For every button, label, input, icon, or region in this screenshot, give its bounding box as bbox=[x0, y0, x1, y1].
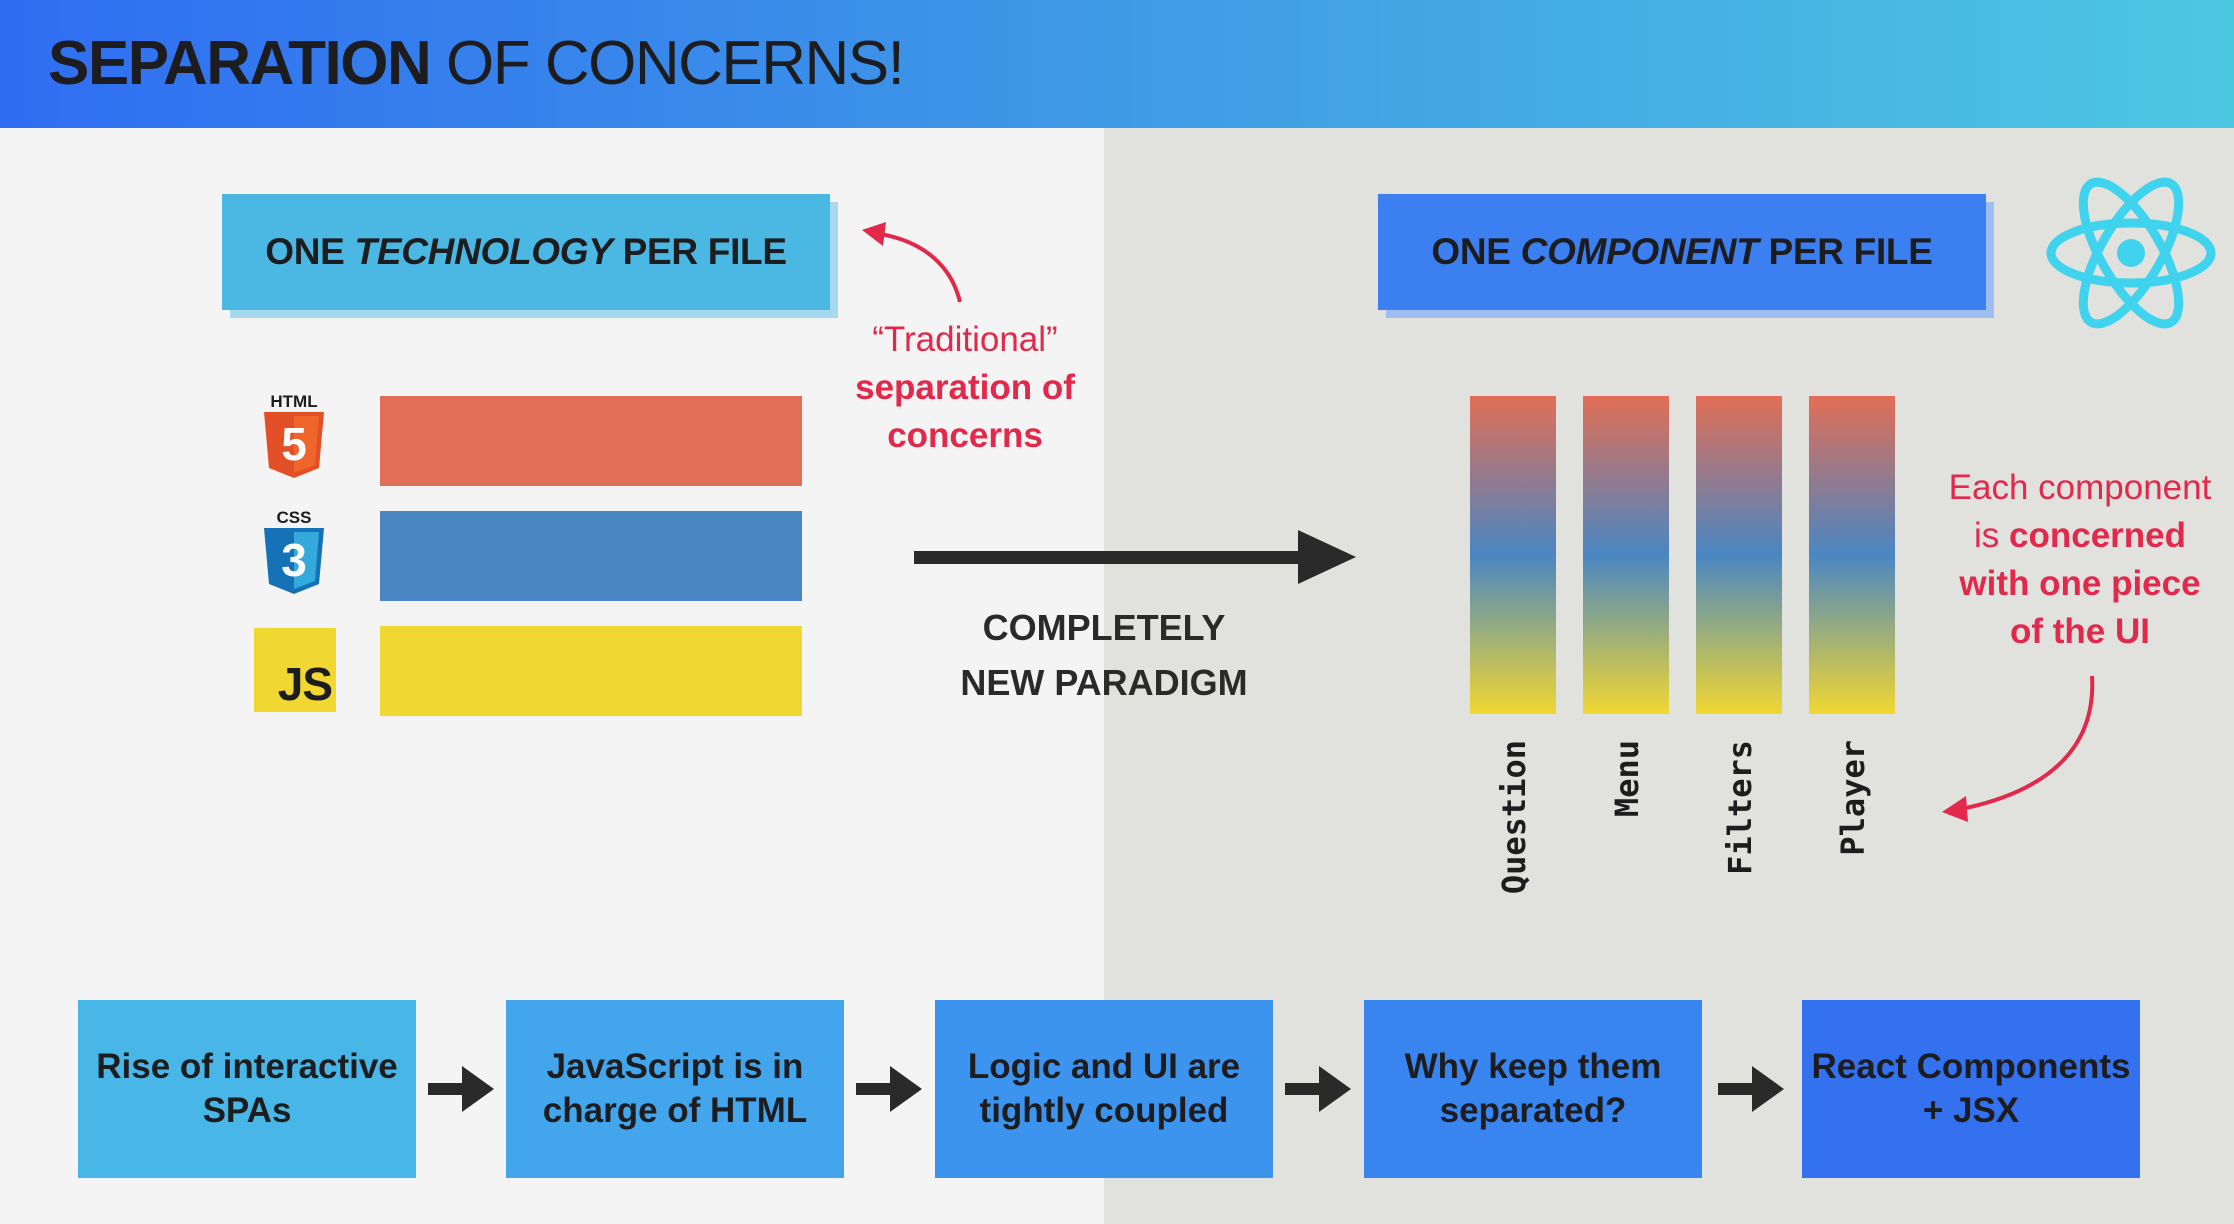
traditional-note-line1: “Traditional” bbox=[872, 320, 1058, 359]
page-title: SEPARATION OF CONCERNS! bbox=[48, 14, 905, 113]
each-note-line1: Each component bbox=[1948, 468, 2212, 507]
flow-box-why-separated: Why keep them separated? bbox=[1364, 1000, 1702, 1178]
component-label-player: Player bbox=[1823, 740, 1883, 930]
curved-arrow-down-icon bbox=[1942, 675, 2095, 822]
header-banner bbox=[0, 0, 2234, 128]
each-note-line2: is concerned bbox=[1930, 512, 2230, 560]
box-left-post: PER FILE bbox=[622, 231, 787, 272]
css-bar bbox=[380, 511, 802, 601]
flow-arrow-icon bbox=[856, 1066, 922, 1112]
css3-logo-icon: CSS 3 bbox=[262, 508, 326, 599]
flow-box-tightly-coupled: Logic and UI are tightly coupled bbox=[935, 1000, 1273, 1178]
component-label-filters-text: Filters bbox=[1721, 740, 1759, 875]
box-left-em: TECHNOLOGY bbox=[354, 231, 613, 272]
box-right-pre: ONE bbox=[1431, 231, 1511, 272]
flow-box-react-jsx: React Components + JSX bbox=[1802, 1000, 2140, 1178]
flow-arrow-icon bbox=[1718, 1066, 1784, 1112]
css3-glyph: 3 bbox=[281, 534, 307, 586]
flow-arrow-icon bbox=[1285, 1066, 1351, 1112]
each-note-concerned: concerned bbox=[2009, 516, 2186, 555]
one-technology-box: ONE TECHNOLOGY PER FILE bbox=[222, 194, 830, 310]
new-paradigm-label: COMPLETELY NEW PARADIGM bbox=[924, 600, 1284, 710]
component-label-filters: Filters bbox=[1710, 740, 1770, 930]
title-bold: SEPARATION bbox=[48, 29, 432, 98]
each-note-line4: of the UI bbox=[2010, 612, 2150, 651]
html5-glyph: 5 bbox=[281, 418, 307, 470]
title-rest: OF CONCERNS! bbox=[446, 29, 905, 98]
traditional-note-line3: concerns bbox=[887, 416, 1043, 455]
traditional-note: “Traditional” separation of concerns bbox=[840, 316, 1090, 460]
big-right-arrow-icon bbox=[914, 530, 1356, 584]
html5-shield: 5 bbox=[264, 412, 324, 479]
box-right-post: PER FILE bbox=[1768, 231, 1933, 272]
paradigm-line1: COMPLETELY bbox=[982, 607, 1226, 648]
react-logo-icon bbox=[2046, 177, 2216, 329]
each-component-note: Each component is concerned with one pie… bbox=[1930, 464, 2230, 656]
html-bar bbox=[380, 396, 802, 486]
flow-arrow-icon bbox=[428, 1066, 494, 1112]
flow-box-rise-of-spas: Rise of interactive SPAs bbox=[78, 1000, 416, 1178]
each-note-is: is bbox=[1973, 516, 2000, 555]
traditional-note-line2: separation of bbox=[855, 368, 1075, 407]
component-bar-filters bbox=[1696, 396, 1782, 714]
component-bar-player bbox=[1809, 396, 1895, 714]
component-label-player-text: Player bbox=[1834, 740, 1872, 856]
js-logo-icon: JS bbox=[254, 628, 336, 712]
curved-arrow-icon bbox=[862, 222, 962, 303]
box-left-pre: ONE bbox=[265, 231, 345, 272]
component-label-menu-text: Menu bbox=[1608, 740, 1646, 818]
one-component-box: ONE COMPONENT PER FILE bbox=[1378, 194, 1986, 310]
css3-shield: 3 bbox=[264, 528, 324, 595]
component-label-question-text: Question bbox=[1495, 740, 1533, 895]
paradigm-line2: NEW PARADIGM bbox=[960, 662, 1248, 703]
component-bar-question bbox=[1470, 396, 1556, 714]
component-label-menu: Menu bbox=[1597, 740, 1657, 930]
component-label-question: Question bbox=[1484, 740, 1544, 930]
flow-box-js-in-charge: JavaScript is in charge of HTML bbox=[506, 1000, 844, 1178]
box-right-em: COMPONENT bbox=[1520, 231, 1759, 272]
html5-logo-icon: HTML 5 bbox=[262, 392, 326, 483]
each-note-line3: with one piece bbox=[1959, 564, 2201, 603]
component-bar-menu bbox=[1583, 396, 1669, 714]
js-bar bbox=[380, 626, 802, 716]
